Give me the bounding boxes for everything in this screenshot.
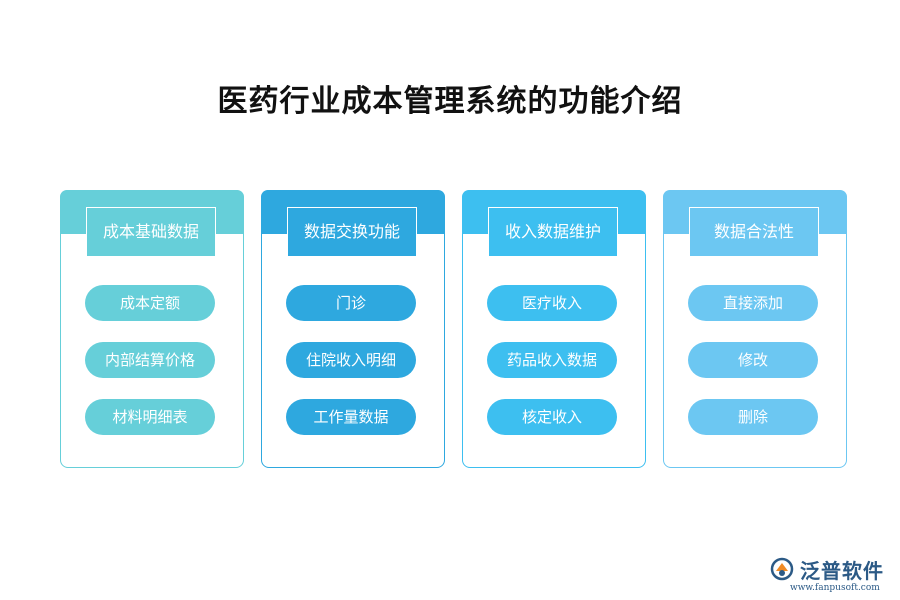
card-item: 医疗收入 bbox=[487, 285, 617, 321]
card-header: 成本基础数据 bbox=[86, 207, 216, 257]
card-item: 材料明细表 bbox=[85, 399, 215, 435]
card-item: 内部结算价格 bbox=[85, 342, 215, 378]
card-item: 直接添加 bbox=[688, 285, 818, 321]
card-item: 门诊 bbox=[286, 285, 416, 321]
card-header: 收入数据维护 bbox=[488, 207, 618, 257]
card-data-legality: 数据合法性 直接添加 修改 删除 bbox=[663, 190, 847, 468]
card-item: 修改 bbox=[688, 342, 818, 378]
card-income-maintenance: 收入数据维护 医疗收入 药品收入数据 核定收入 bbox=[462, 190, 646, 468]
page-title: 医药行业成本管理系统的功能介绍 bbox=[217, 84, 683, 119]
card-item: 成本定额 bbox=[85, 285, 215, 321]
card-item: 核定收入 bbox=[487, 399, 617, 435]
brand-name: 泛普软件 bbox=[800, 558, 884, 583]
card-data-exchange: 数据交换功能 门诊 住院收入明细 工作量数据 bbox=[261, 190, 445, 468]
card-cost-basic-data: 成本基础数据 成本定额 内部结算价格 材料明细表 bbox=[60, 190, 244, 468]
card-header: 数据交换功能 bbox=[287, 207, 417, 257]
brand-url: www.fanpusoft.com bbox=[790, 583, 880, 593]
card-item: 药品收入数据 bbox=[487, 342, 617, 378]
brand-logo: 泛普软件 bbox=[770, 556, 884, 583]
card-item: 删除 bbox=[688, 399, 818, 435]
fanpu-logo-icon bbox=[770, 557, 794, 581]
card-header: 数据合法性 bbox=[689, 207, 819, 257]
card-item: 住院收入明细 bbox=[286, 342, 416, 378]
card-item: 工作量数据 bbox=[286, 399, 416, 435]
